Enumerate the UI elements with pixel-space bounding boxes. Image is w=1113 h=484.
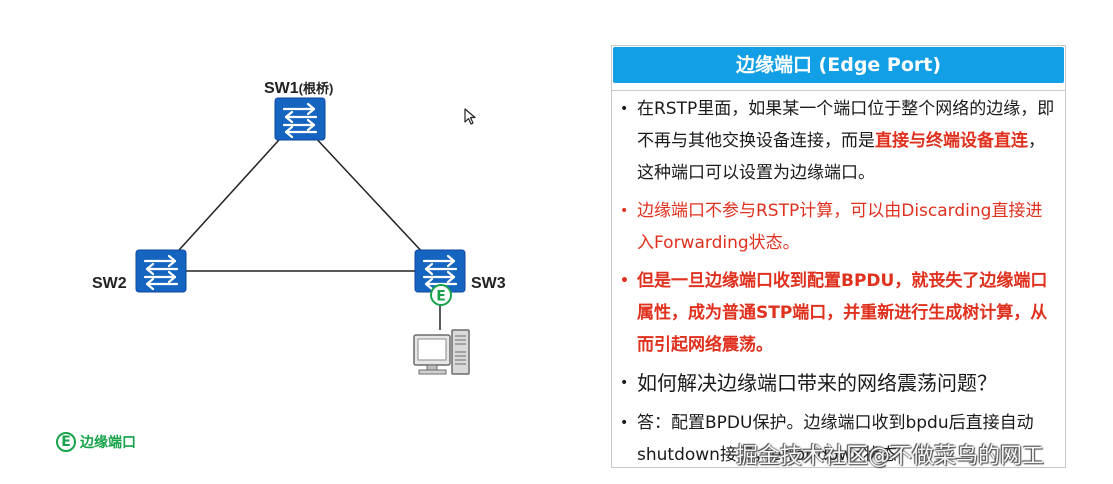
info-panel: 边缘端口 (Edge Port) 在RSTP里面，如果某一个端口位于整个网络的边… <box>611 45 1066 468</box>
link-sw1-sw3 <box>297 118 441 272</box>
link-sw1-sw2 <box>159 118 299 272</box>
mouse-cursor-icon <box>464 108 476 125</box>
bullet-answer: 答：配置BPDU保护。边缘端口收到bpdu后直接自动shutdown接口，err… <box>612 407 1065 467</box>
sw2-label: SW2 <box>92 275 127 292</box>
edge-port-badge: E <box>430 284 452 306</box>
legend-label: 边缘端口 <box>80 435 136 451</box>
panel-body: 在RSTP里面，如果某一个端口位于整个网络的边缘，即不再与其他交换设备连接，而是… <box>612 90 1065 467</box>
bullet-bpdu-loss: 但是一旦边缘端口收到配置BPDU，就丧失了边缘端口属性，成为普通STP端口，并重… <box>612 265 1065 361</box>
bullet-question: 如何解决边缘端口带来的网络震荡问题？ <box>612 365 1065 401</box>
edge-port-legend-icon: E <box>56 432 76 452</box>
watermark: 掘金技术社区@不做菜鸟的网工 <box>736 444 1045 469</box>
bullet-definition: 在RSTP里面，如果某一个端口位于整个网络的边缘，即不再与其他交换设备连接，而是… <box>612 93 1065 189</box>
bullet-no-rstp-calc: 边缘端口不参与RSTP计算，可以由Discarding直接进入Forwardin… <box>612 195 1065 259</box>
switch-sw1-icon[interactable] <box>273 96 327 142</box>
switch-sw2-icon[interactable] <box>134 248 188 294</box>
sw1-label: SW1(根桥) <box>264 80 333 97</box>
pc-icon <box>413 329 470 375</box>
legend: E 边缘端口 <box>56 432 136 452</box>
svg-text:E: E <box>436 289 446 305</box>
sw3-label: SW3 <box>471 275 506 292</box>
panel-title: 边缘端口 (Edge Port) <box>613 47 1064 83</box>
network-topology: SW1(根桥) SW2 SW3 E <box>92 80 506 375</box>
